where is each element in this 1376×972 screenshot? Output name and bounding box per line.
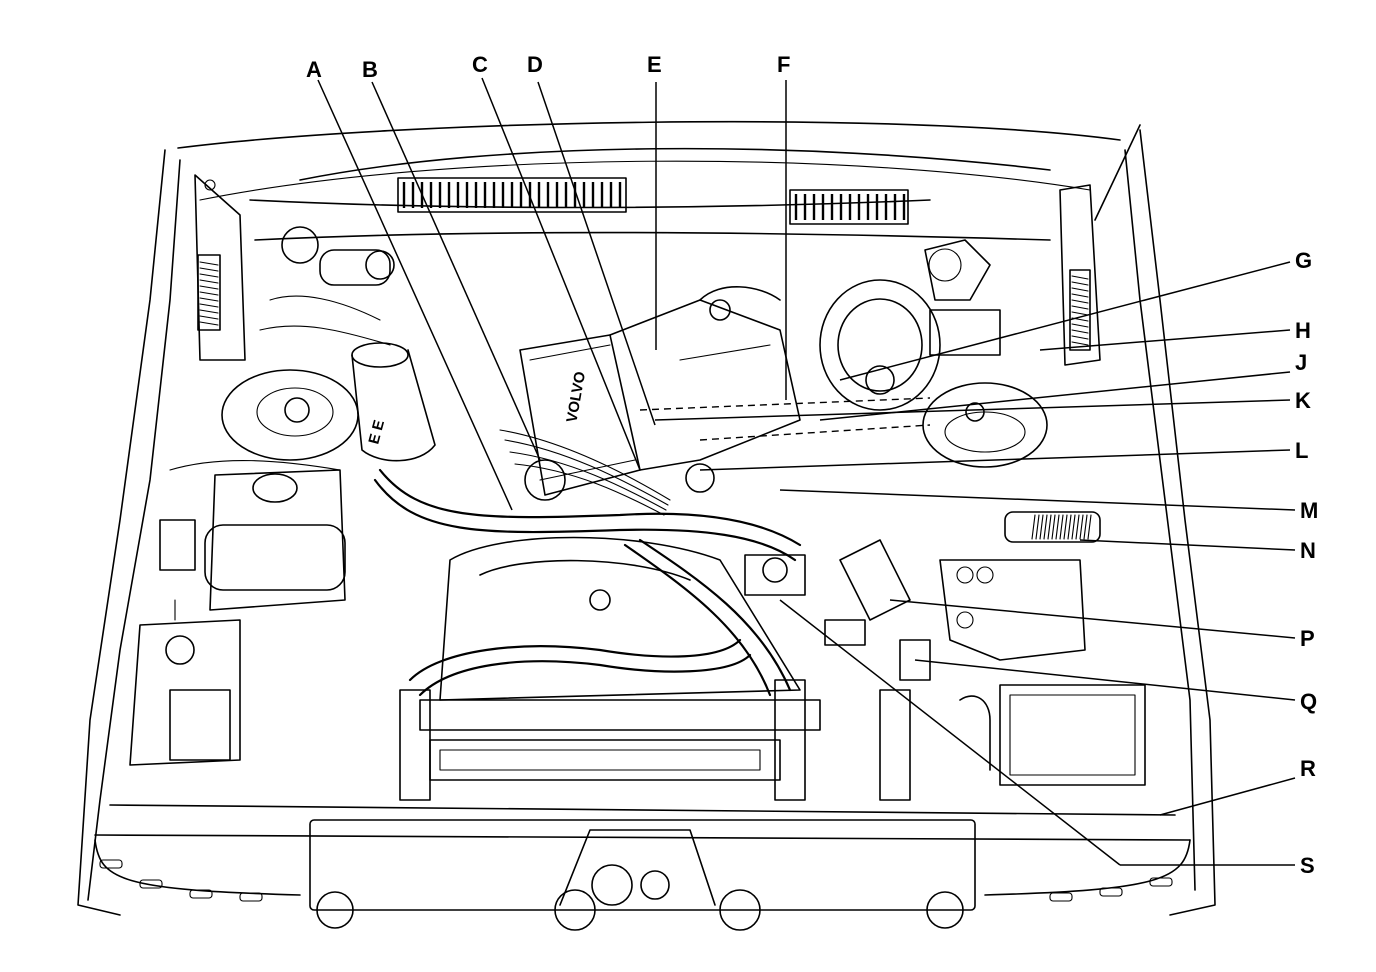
brake-servo (819, 239, 1001, 411)
oil-filter: E E (351, 342, 436, 462)
callout-k: K (1295, 388, 1311, 413)
front-crossmember (94, 804, 1191, 931)
distributor (824, 539, 931, 681)
filter-label: E E (365, 418, 388, 446)
callout-s: S (1300, 853, 1315, 878)
callout-h: H (1295, 318, 1311, 343)
callout-a: A (306, 57, 322, 82)
callout-labels: A B C D E F G H J K L M N P Q R S (306, 52, 1318, 878)
callout-q: Q (1300, 689, 1317, 714)
callout-d: D (527, 52, 543, 77)
callout-f: F (777, 52, 790, 77)
callout-l: L (1295, 438, 1308, 463)
strut-spring-left (199, 261, 219, 326)
cylinder-head: VOLVO (519, 299, 801, 496)
hood-strut-left (194, 174, 246, 361)
hood-strut-right (1059, 184, 1101, 366)
callout-c: C (472, 52, 488, 77)
engine-badge: VOLVO (563, 370, 589, 424)
callout-g: G (1295, 248, 1312, 273)
cowl-vents (249, 177, 1051, 241)
callout-leader-lines (317, 77, 1296, 866)
callout-e: E (647, 52, 662, 77)
ignition-leads (499, 429, 715, 516)
callout-m: M (1300, 498, 1318, 523)
wiper-motor-left (259, 226, 395, 346)
vent-slats-right (794, 194, 906, 220)
washer-reservoir (129, 599, 241, 766)
ignition-coil (1004, 511, 1101, 543)
car-body-outline (77, 120, 1216, 916)
radiator (399, 536, 911, 801)
callout-p: P (1300, 626, 1315, 651)
intake-manifold (639, 286, 931, 441)
relay-box (939, 559, 1086, 661)
suspension-tower-left (169, 369, 359, 471)
suspension-tower-right (922, 382, 1048, 468)
radiator-hoses (373, 468, 802, 697)
callout-j: J (1295, 350, 1307, 375)
strut-spring-right (1071, 275, 1089, 346)
front-panel-slots (99, 859, 1173, 902)
coil-hatching (1031, 514, 1092, 540)
callout-n: N (1300, 538, 1316, 563)
callout-b: B (362, 57, 378, 82)
vent-slats-left (402, 182, 622, 208)
callout-r: R (1300, 756, 1316, 781)
air-cleaner (744, 554, 806, 596)
battery (959, 684, 1146, 786)
coolant-expansion-tank (159, 469, 346, 611)
